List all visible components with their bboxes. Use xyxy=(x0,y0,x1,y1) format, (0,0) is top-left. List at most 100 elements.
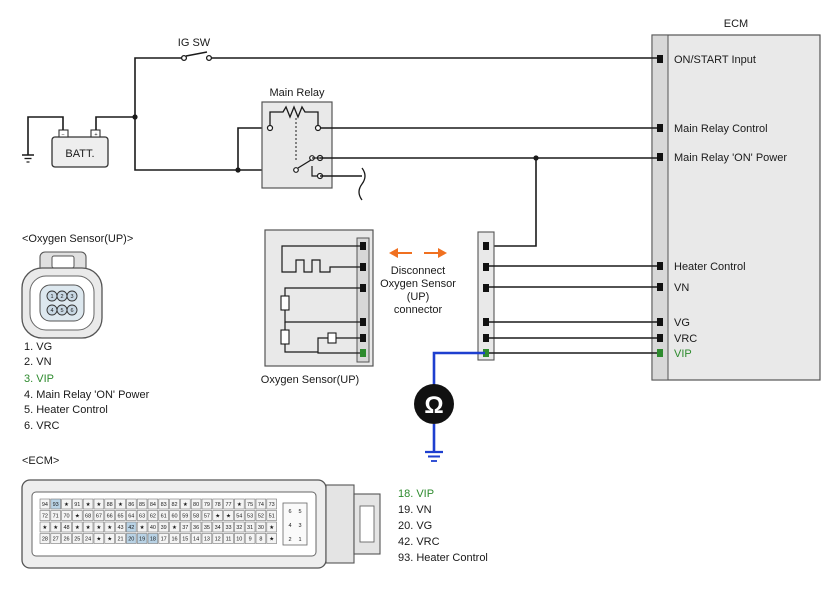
disconnect-note-line-2: Oxygen Sensor xyxy=(380,278,456,290)
ecm-pin-cell xyxy=(115,533,126,544)
disconnect-note-line-3: (UP) xyxy=(407,291,430,303)
ecm-pin-cell xyxy=(190,533,202,544)
ecm-pin-number: ★ xyxy=(269,524,274,531)
ecm-pin-number: 67 xyxy=(96,514,102,520)
ecm-pin-cell xyxy=(147,533,159,544)
sensor-pin-list: 1. VG 2. VN 3. VIP 4. Main Relay 'ON' Po… xyxy=(24,341,150,432)
ecm-pin-cell xyxy=(255,510,267,521)
ecm-pin-number: 40 xyxy=(150,525,156,531)
ecm-pin-number: 27 xyxy=(53,537,59,543)
ecm-pin-number: 82 xyxy=(171,502,177,508)
ecm-pin-number: ★ xyxy=(53,524,58,531)
ecm-pin-cell xyxy=(180,510,191,521)
disconnect-note-line-4: connector xyxy=(394,304,443,316)
ecm-pin-number: 65 xyxy=(117,514,123,520)
ecm-pin-number: 8 xyxy=(259,537,262,543)
ohm-symbol: Ω xyxy=(424,392,443,419)
ecm-pin-number: 75 xyxy=(247,502,253,508)
ecm-pin-number: 63 xyxy=(139,514,145,520)
ecm-pin-number: 10 xyxy=(236,537,242,543)
disconnect-note-line-1: Disconnect xyxy=(391,265,445,277)
battery-relay-feed-wire xyxy=(134,117,238,171)
ecm-pin-number: 48 xyxy=(63,525,69,531)
ecm-pin-number: 13 xyxy=(204,537,210,543)
ecm-pin-cell xyxy=(180,521,191,533)
ecm-pin-number: 88 xyxy=(107,502,113,508)
ecm-pin-cell xyxy=(201,498,213,510)
ecm-pin-label-main-relay-control: Main Relay Control xyxy=(674,123,768,135)
ecm-pin-18: 18. VIP xyxy=(398,488,434,500)
ecm-title: ECM xyxy=(724,18,748,30)
ground-icon xyxy=(22,154,34,163)
ecm-pin-number: 35 xyxy=(204,525,210,531)
svg-text:3: 3 xyxy=(298,523,301,529)
ecm-pin-cell xyxy=(158,498,169,510)
ecm-pin-cell xyxy=(147,510,159,521)
ecm-pin-number: 71 xyxy=(53,514,59,520)
ecm-pin-cell xyxy=(61,521,72,533)
ecm-pin-cell xyxy=(115,498,126,510)
ecm-pin-number: ★ xyxy=(183,501,188,508)
ig-sw-label: IG SW xyxy=(178,37,211,49)
battery-ground-wire xyxy=(27,116,64,155)
ecm-pin-number: ★ xyxy=(107,536,112,543)
ecm-pin-number: 83 xyxy=(161,502,167,508)
ecm-pin-vn xyxy=(657,283,663,291)
ecm-pin-number: 78 xyxy=(215,502,221,508)
ecm-pin-cell xyxy=(266,533,277,544)
ecm-pin-number: 34 xyxy=(215,525,221,531)
ecm-pin-cell xyxy=(50,498,61,510)
ecm-pin-cell xyxy=(190,498,202,510)
ecm-pin-number: 26 xyxy=(63,537,69,543)
ecm-pin-cell xyxy=(266,498,277,510)
ecm-pin-label-on-start: ON/START Input xyxy=(674,54,756,66)
ecm-pin-number: 64 xyxy=(128,514,134,520)
svg-text:6: 6 xyxy=(70,308,73,314)
ecm-pin-20: 20. VG xyxy=(398,520,432,532)
ecm-pin-number: 54 xyxy=(236,514,242,520)
ecm-pin-number: 42 xyxy=(128,525,134,531)
ecm-pin-number: ★ xyxy=(226,513,231,520)
ecm-pin-cell xyxy=(212,498,223,510)
ecm-pin-number: 39 xyxy=(161,525,167,531)
ecm-pin-number: ★ xyxy=(237,501,242,508)
svg-text:5: 5 xyxy=(60,308,63,314)
ecm-pins: ON/START Input Main Relay Control Main R… xyxy=(657,54,787,360)
ecm-pin-cell xyxy=(115,521,126,533)
svg-text:4: 4 xyxy=(50,308,53,314)
ecm-pin-vip xyxy=(657,349,663,357)
ecm-pin-number: 24 xyxy=(85,537,91,543)
ecm-pin-cell xyxy=(244,521,256,533)
ecm-pin-cell xyxy=(158,521,169,533)
ecm-pin-cell xyxy=(50,533,61,544)
ecm-pin-number: 60 xyxy=(171,514,177,520)
ecm-pin-cell xyxy=(255,533,267,544)
disconnect-arrows-icon xyxy=(389,248,447,258)
sensor-pin-2: 2. VN xyxy=(24,356,52,368)
ecm-pin-cell xyxy=(61,498,72,510)
battery-label: BATT. xyxy=(65,148,94,160)
ecm-pin-number: ★ xyxy=(75,524,80,531)
ecm-pin-cell xyxy=(126,521,137,533)
ecm-pin-cell xyxy=(126,533,137,544)
ecm-pin-number: ★ xyxy=(86,524,91,531)
ecm-pin-number: 19 xyxy=(139,537,145,543)
ecm-pin-cell xyxy=(126,510,137,521)
ecm-pin-number: 73 xyxy=(269,502,275,508)
ecm-pin-cell xyxy=(212,533,223,544)
svg-text:2: 2 xyxy=(288,537,291,543)
ecm-section-title: <ECM> xyxy=(22,455,59,467)
ecm-pin-label-vg: VG xyxy=(674,317,690,329)
ecm-pin-number: ★ xyxy=(86,501,91,508)
sensor-pin-3: 3. VIP xyxy=(24,373,54,385)
ecm-pin-label-vn: VN xyxy=(674,282,689,294)
ecm-pin-number: 72 xyxy=(42,514,48,520)
ecm-pin-cell xyxy=(147,498,159,510)
ecm-pin-cell xyxy=(169,498,180,510)
svg-text:1: 1 xyxy=(298,537,301,543)
ecm-pin-number: ★ xyxy=(96,536,101,543)
ecm-pin-number: 16 xyxy=(171,537,177,543)
main-relay xyxy=(261,101,333,189)
